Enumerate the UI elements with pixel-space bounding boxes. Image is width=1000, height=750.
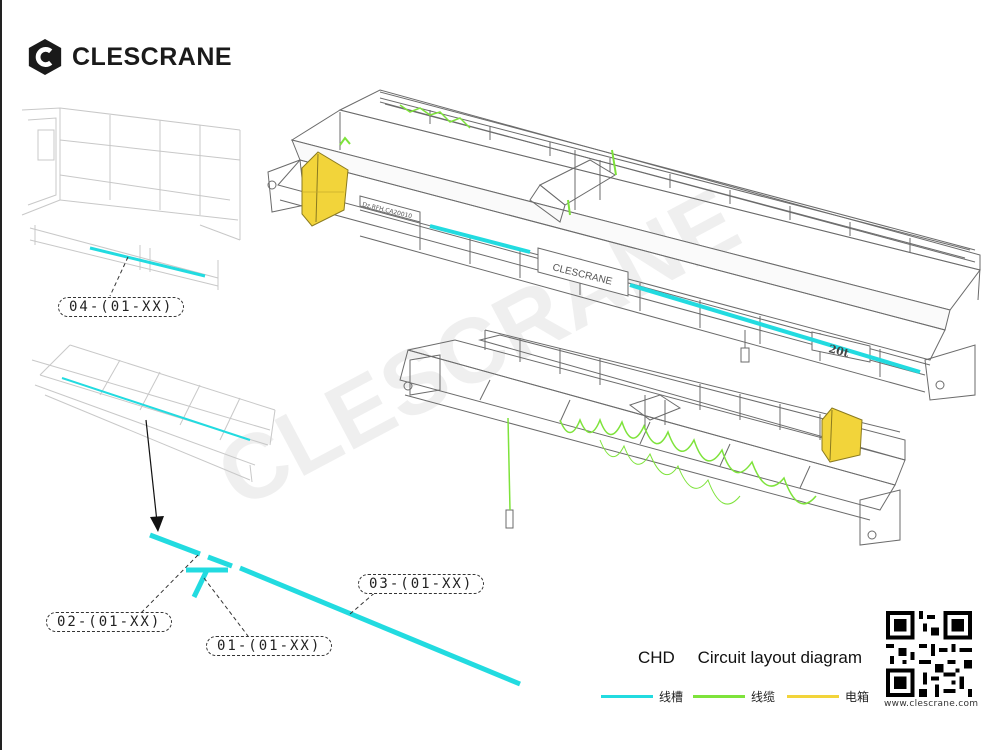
watermark: CLESCRANE — [202, 169, 755, 528]
leader-line-01 — [203, 577, 249, 637]
upper-cable-a — [339, 136, 351, 146]
upper-cable-d — [567, 199, 571, 216]
qr-code-icon — [886, 611, 972, 697]
brand-logo: CLESCRANE — [26, 38, 232, 76]
upper-trunking-b — [629, 283, 921, 374]
pointer-arrow-head — [150, 516, 164, 532]
website-url: www.clescrane.com — [884, 699, 979, 709]
crane-upper — [267, 89, 981, 401]
lower-pendant-cable — [507, 417, 511, 511]
trunking-detail-02 — [61, 377, 251, 441]
leader-line-03 — [349, 589, 379, 615]
electrical-box-lower — [821, 407, 863, 463]
leader-line-04 — [109, 256, 129, 297]
upper-cable-c — [611, 149, 617, 176]
legend-label-trunking: 线槽 — [659, 690, 684, 704]
legend-trunking: 线槽 — [601, 688, 683, 705]
leader-line-02 — [139, 554, 199, 615]
clescrane-logo-icon — [28, 38, 62, 76]
upper-capacity-text: 20t — [827, 342, 851, 360]
electrical-box-upper — [301, 151, 349, 227]
label-01: 01-(01-XX) — [206, 636, 333, 656]
legend-cable: 线缆 — [693, 688, 775, 705]
pointer-arrow-line — [145, 419, 158, 523]
detail-view-middle — [31, 344, 276, 483]
trunking-enlarged — [149, 532, 521, 687]
title-text: Circuit layout diagram — [697, 648, 862, 667]
diagram-title: CHD Circuit layout diagram — [638, 648, 880, 668]
legend-swatch-box — [787, 695, 839, 698]
legend-swatch-trunking — [601, 695, 653, 698]
upper-cable-b — [399, 104, 471, 129]
lower-festoon-cable-2 — [599, 439, 741, 505]
crane-upper-circuits — [339, 104, 921, 374]
label-04: 04-(01-XX) — [58, 297, 185, 317]
label-02: 02-(01-XX) — [46, 612, 173, 632]
detail-view-top — [21, 107, 241, 290]
crane-lower — [399, 329, 906, 546]
legend-box: 电箱 — [787, 688, 869, 705]
legend-label-cable: 线缆 — [751, 690, 776, 704]
label-03: 03-(01-XX) — [358, 574, 485, 594]
model-code: CHD — [638, 648, 675, 667]
lower-festoon-cable — [559, 417, 817, 505]
brand-name: CLESCRANE — [72, 42, 233, 71]
legend-label-box: 电箱 — [845, 690, 870, 704]
upper-trunking-a — [429, 224, 531, 254]
watermark-text: CLESCRANE — [202, 169, 755, 528]
page-left-border — [0, 0, 2, 750]
legend-swatch-cable — [693, 695, 745, 698]
trunking-detail-04 — [89, 246, 206, 278]
crane-lower-circuits — [507, 417, 817, 511]
